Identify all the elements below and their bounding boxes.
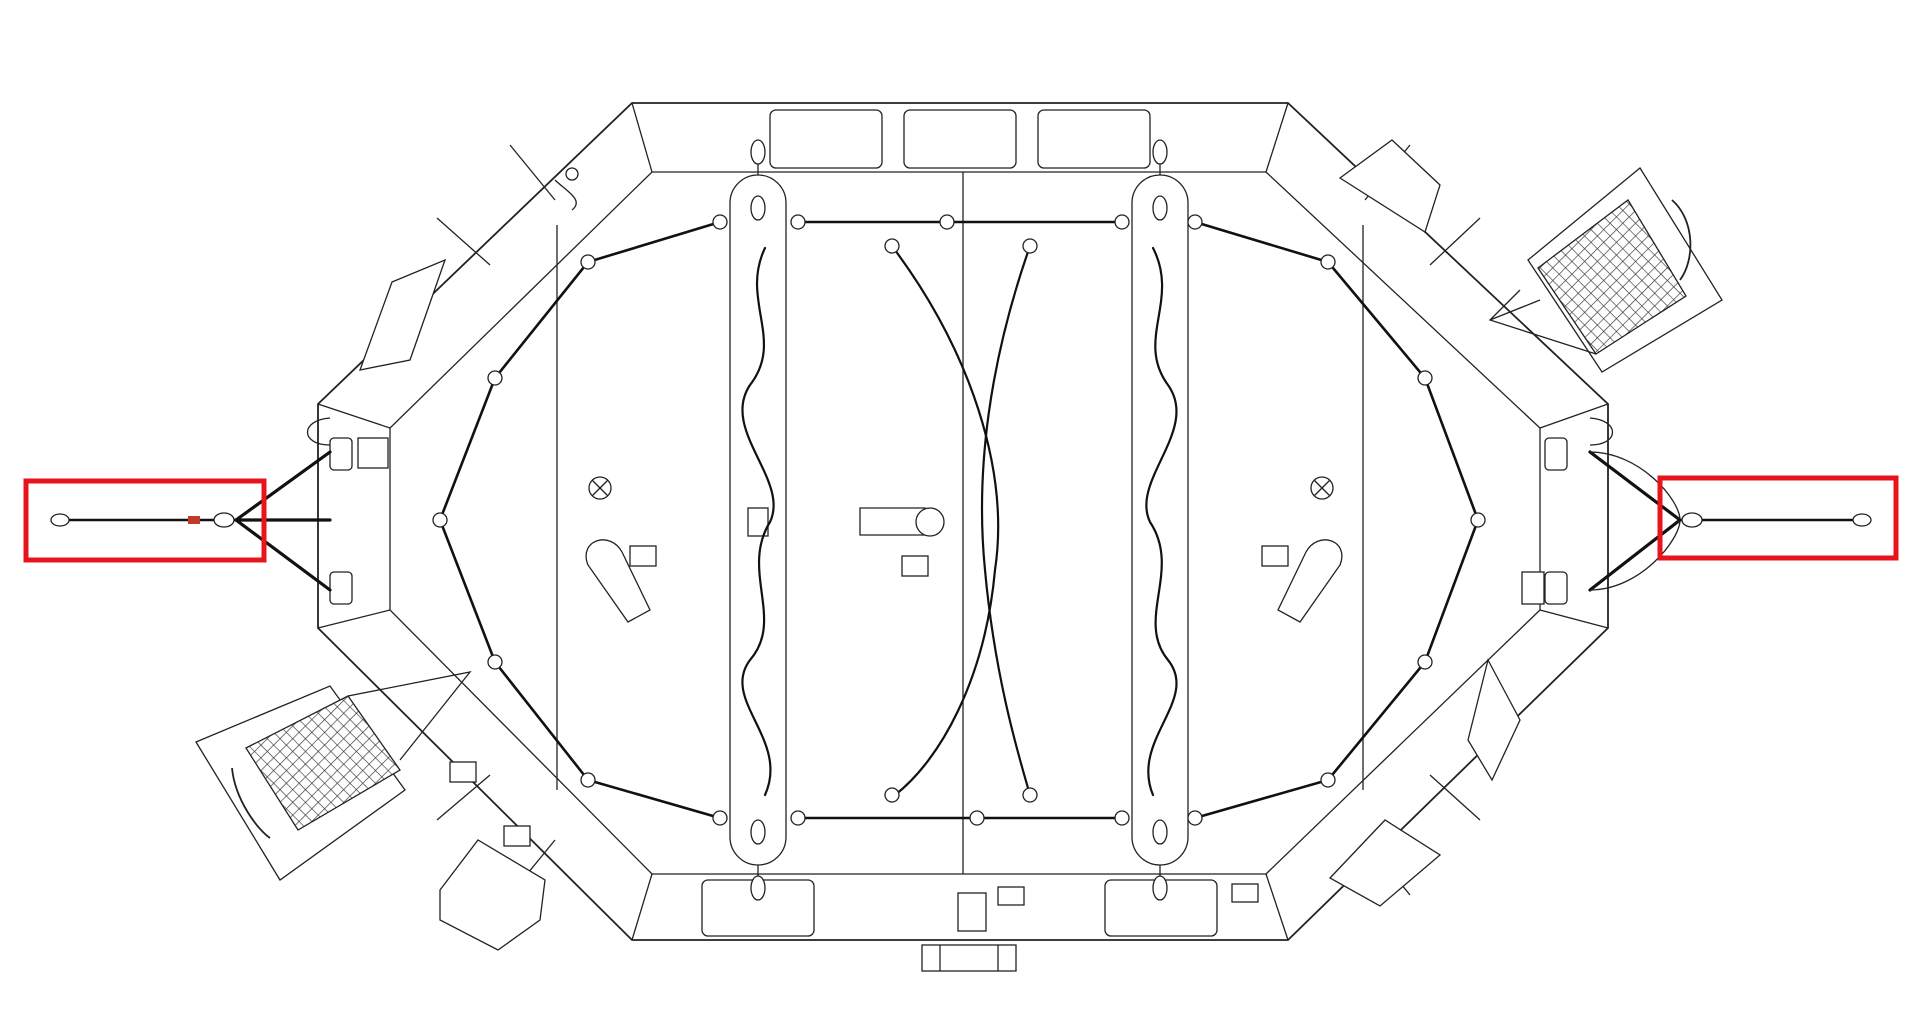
thwart-tubes	[729, 139, 1189, 901]
highlight-boxes	[23, 475, 1899, 563]
side-handles	[306, 417, 1614, 605]
tube-storage-pockets	[358, 109, 1521, 972]
floor-fittings	[585, 476, 1343, 623]
right-tow-bridle	[1588, 450, 1872, 592]
cargo-net-upper-right	[1488, 167, 1723, 373]
highlight-left-tow-bridle	[23, 478, 267, 563]
pump-bag	[439, 761, 546, 951]
d-rings	[432, 214, 1486, 826]
highlight-right-tow-bridle	[1657, 475, 1899, 561]
cargo-net-lower-left	[195, 671, 472, 881]
raft-hull	[317, 102, 1609, 941]
valve-top-left	[554, 167, 579, 211]
lacing-ropes	[438, 220, 1480, 820]
left-tow-bridle	[50, 450, 332, 592]
